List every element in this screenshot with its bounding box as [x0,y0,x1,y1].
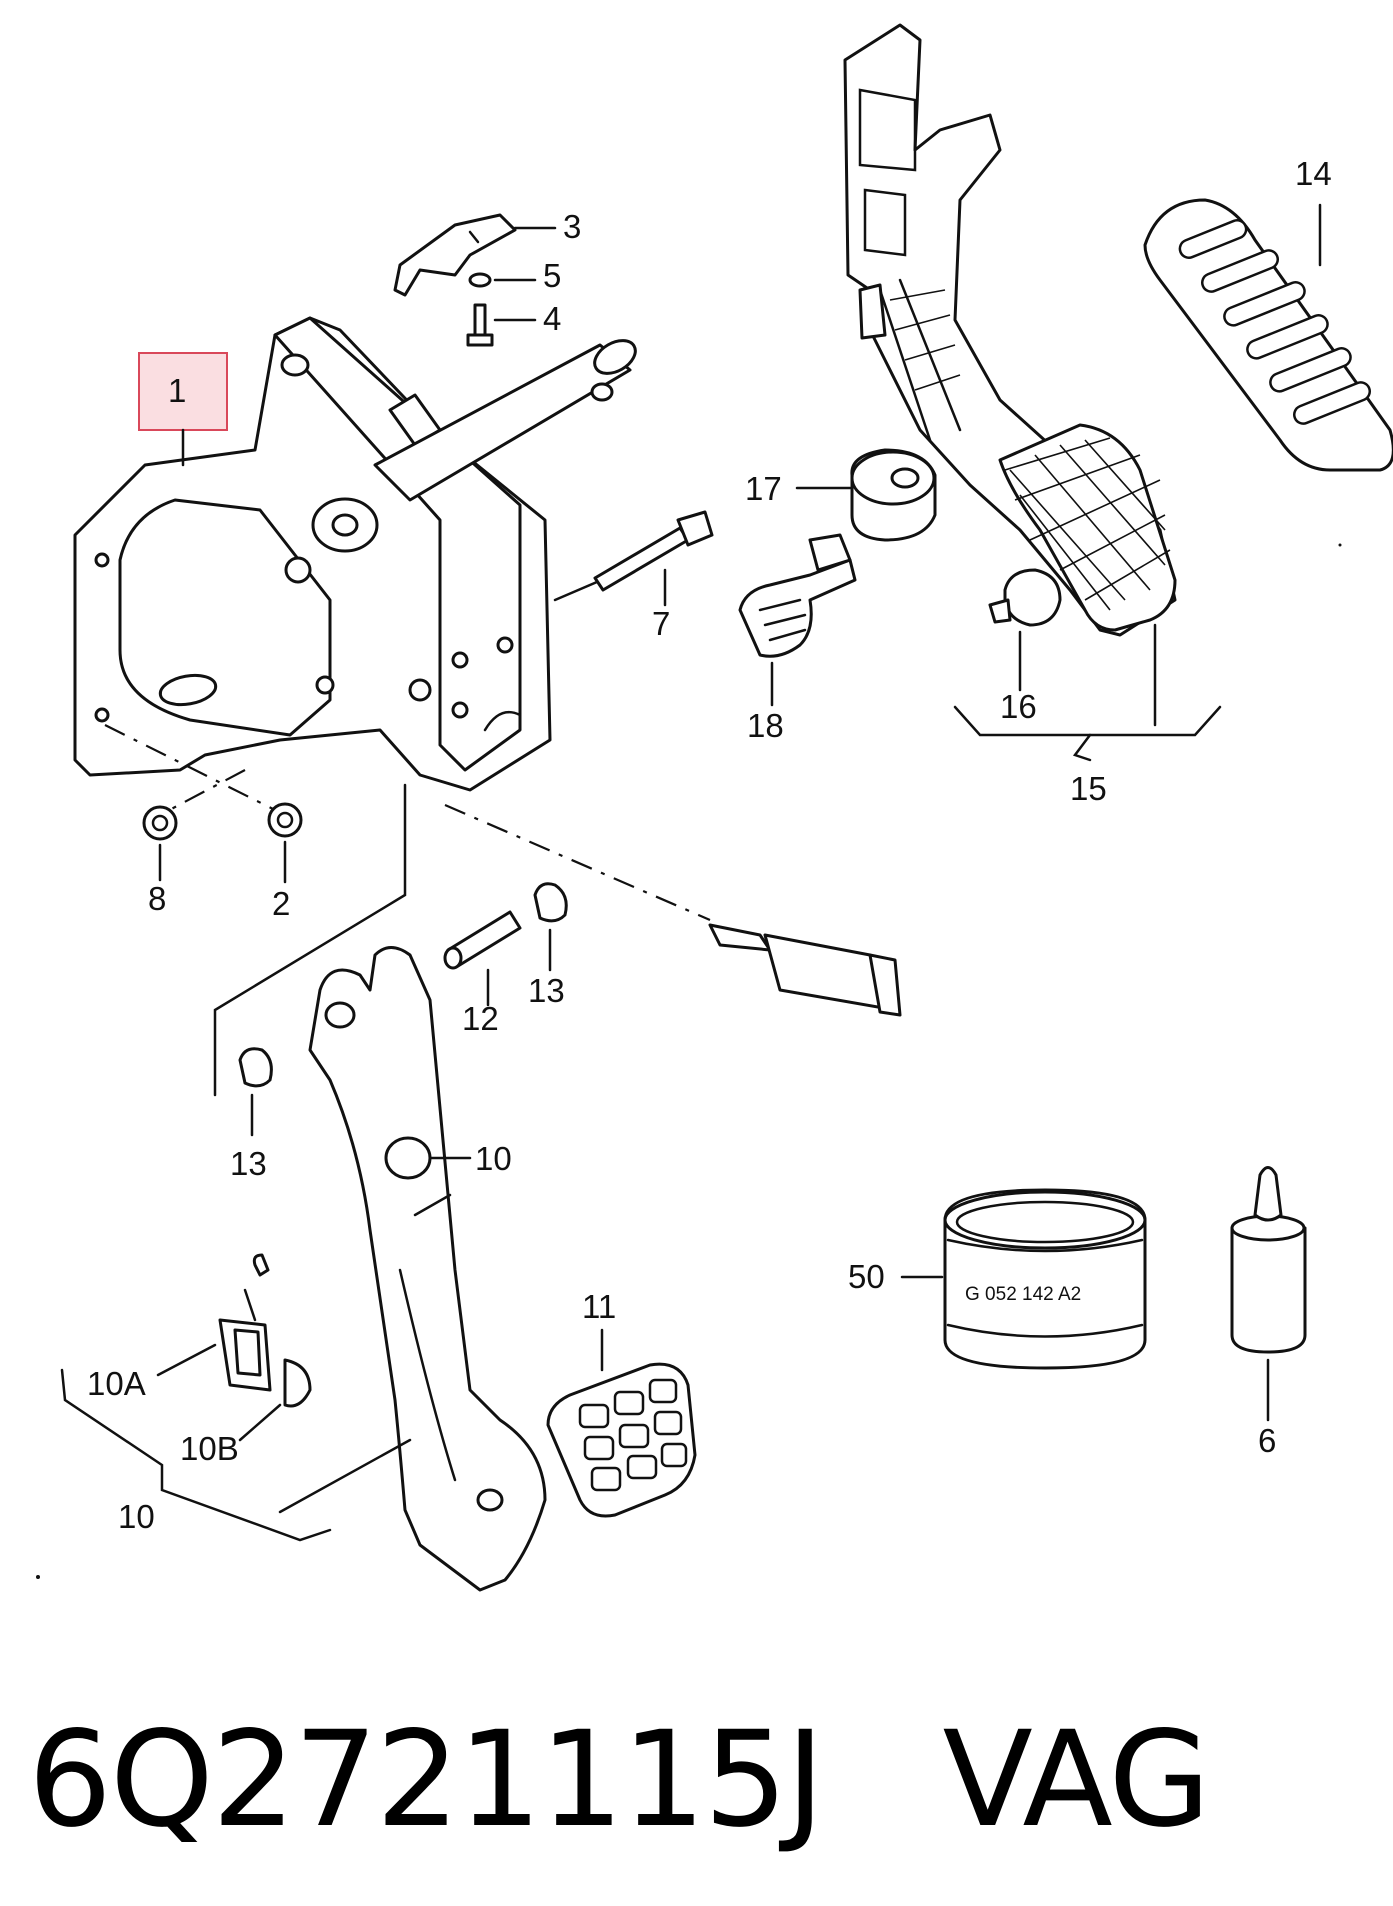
part-number: 6Q2721115J [28,1703,825,1857]
part-3-label[interactable]: 3 [563,208,581,245]
part-10a-label[interactable]: 10A [87,1365,146,1402]
clutch-pedal-drawing [308,946,547,1592]
pedal-cover-14-drawing [1143,198,1393,472]
pedal-bracket-drawing [73,316,711,922]
clips-10a-10b-drawing [218,1253,312,1408]
cable-end-drawing [708,923,902,1017]
clutch-group-outline [213,783,407,1097]
brand-name: VAG [942,1703,1211,1857]
pedal-pad-11-drawing [546,1362,697,1518]
stop-switch-damper-drawing [738,448,1062,658]
part-18-label[interactable]: 18 [747,707,784,744]
part-10b-label[interactable]: 10B [180,1430,239,1467]
part-17-label[interactable]: 17 [745,470,782,507]
part-6-label[interactable]: 6 [1258,1422,1276,1459]
part-15-label[interactable]: 15 [1070,770,1107,807]
part-50-label[interactable]: 50 [848,1258,885,1295]
bracket-15-group [953,705,1222,737]
grease-can-50-drawing: G 052 142 A2 [943,1188,1147,1370]
part-2-label[interactable]: 2 [272,885,290,922]
tube-6-drawing [1230,1166,1307,1354]
accelerator-pedal-drawing [843,23,1177,637]
clip-washer-bolt-drawing [393,213,517,347]
part-4-label[interactable]: 4 [543,300,561,337]
part-5-label[interactable]: 5 [543,257,561,294]
part-12-label[interactable]: 12 [462,1000,499,1037]
part-8-label[interactable]: 8 [148,880,166,917]
nuts-8-2-drawing [142,802,303,841]
part-10-label[interactable]: 10 [475,1140,512,1177]
grease-can-label: G 052 142 A2 [965,1284,1081,1305]
part-11-label[interactable]: 11 [582,1288,616,1325]
part-1-highlight [138,352,228,431]
part-1-label[interactable]: 1 [168,372,186,409]
part-10-group-label[interactable]: 10 [118,1498,155,1535]
part-14-label[interactable]: 14 [1295,155,1332,192]
part-16-label[interactable]: 16 [1000,688,1037,725]
bracket-10-group [60,1368,332,1542]
pin-bushings-drawing [238,882,568,1088]
part-number-caption: 6Q2721115J VAG [28,1700,1328,1860]
part-7-label[interactable]: 7 [652,605,670,642]
part-13-right-label[interactable]: 13 [528,972,565,1009]
part-13-left-label[interactable]: 13 [230,1145,267,1182]
bolt-7-drawing [593,510,714,592]
